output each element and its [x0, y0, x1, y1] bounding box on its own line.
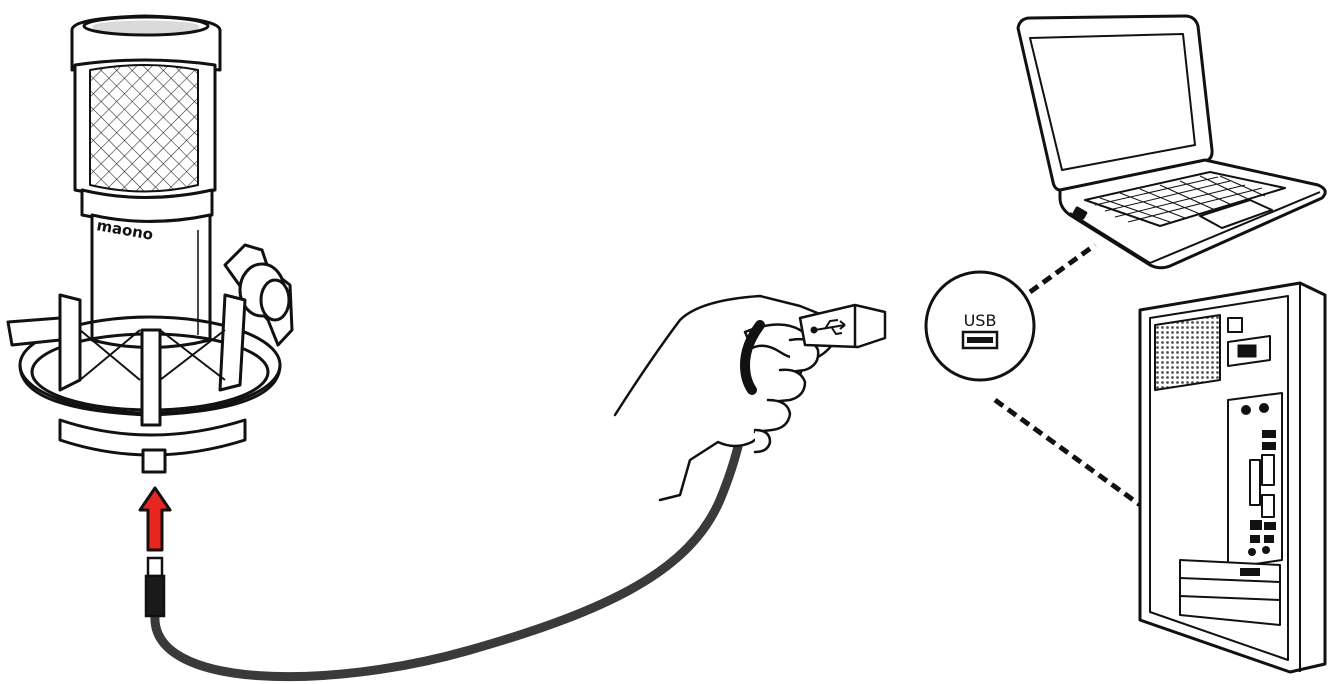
up-arrow-icon — [140, 488, 170, 550]
usb-port-callout: USB — [926, 272, 1034, 380]
mic-grille — [90, 65, 198, 192]
mic-cable-plug — [146, 558, 164, 616]
hand — [615, 296, 832, 500]
desktop-tower-icon — [1140, 283, 1325, 672]
dashed-line-to-laptop — [1030, 245, 1095, 292]
laptop-icon — [1018, 16, 1325, 268]
microphone: maono — [72, 16, 220, 348]
usb-port-label: USB — [964, 311, 997, 330]
